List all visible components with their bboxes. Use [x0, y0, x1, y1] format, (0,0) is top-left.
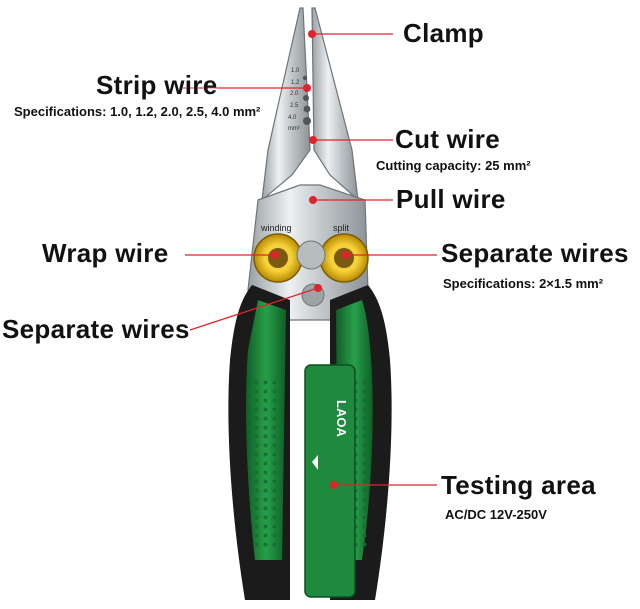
- callout-dot: [308, 30, 316, 38]
- split-mark: split: [333, 223, 350, 233]
- label-strip-wire: Strip wire: [96, 70, 218, 100]
- jaw-right: [311, 7, 359, 202]
- gauge-mark: 1.0: [291, 68, 300, 74]
- callout-separate-left: [189, 287, 319, 331]
- brand-logo: LAOA: [334, 400, 349, 437]
- label-separate-wires-right: Separate wires: [441, 238, 629, 268]
- jaw-left: [261, 7, 311, 202]
- label-clamp: Clamp: [403, 18, 484, 48]
- stripping-gauge: [302, 75, 311, 125]
- callout-dot: [330, 481, 338, 489]
- label-cut-wire: Cut wire: [395, 124, 500, 154]
- gauge-mark: 2.0: [290, 91, 299, 97]
- gauge-mark: 2.5: [290, 103, 299, 109]
- gauge-unit: mm²: [288, 126, 300, 132]
- callout-dot: [309, 196, 317, 204]
- callout-dot: [342, 251, 350, 259]
- callout-dot: [303, 84, 311, 92]
- label-pull-wire: Pull wire: [396, 184, 506, 214]
- callout-dot: [271, 251, 279, 259]
- callout-dots: [271, 30, 350, 489]
- callout-lines: [180, 33, 437, 486]
- label-strip-wire-spec: Specifications: 1.0, 1.2, 2.0, 2.5, 4.0 …: [14, 104, 261, 119]
- brand-text: LAOA: [334, 400, 349, 437]
- handle-left: [228, 285, 290, 600]
- label-separate-wires-left: Separate wires: [2, 314, 190, 344]
- label-separate-wires-right-spec: Specifications: 2×1.5 mm²: [443, 276, 604, 291]
- winding-mark: winding: [260, 223, 292, 233]
- label-testing-area-spec: AC/DC 12V-250V: [445, 507, 547, 522]
- label-testing-area: Testing area: [441, 470, 596, 500]
- testing-module: [304, 364, 356, 598]
- gauge-mark: 1.2: [291, 80, 300, 86]
- head-marks: winding split: [260, 223, 350, 233]
- label-cut-wire-spec: Cutting capacity: 25 mm²: [376, 158, 531, 173]
- label-wrap-wire: Wrap wire: [42, 238, 169, 268]
- gauge-marks: 1.0 1.2 2.0 2.5 4.0 mm²: [288, 68, 300, 132]
- callout-dot: [314, 284, 322, 292]
- gauge-mark: 4.0: [288, 115, 297, 121]
- callout-dot: [309, 136, 317, 144]
